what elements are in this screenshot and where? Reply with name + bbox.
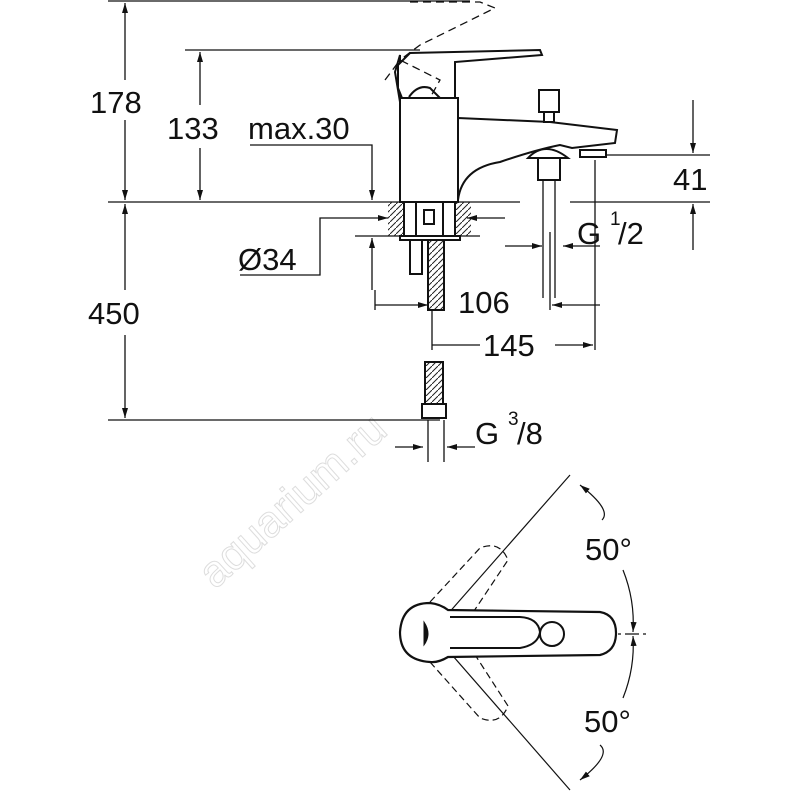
label-41: 41: [673, 162, 707, 197]
svg-text:1: 1: [610, 209, 621, 230]
label-133: 133: [167, 111, 219, 146]
svg-text:G: G: [475, 416, 499, 451]
faucet-top-view: [398, 474, 648, 791]
faucet-body: [399, 97, 459, 203]
svg-text:/8: /8: [517, 416, 543, 451]
watermark: aquarium.ru: [189, 404, 396, 598]
label-106: 106: [458, 285, 510, 320]
label-max30: max.30: [248, 111, 350, 146]
dim-line-dia34: [240, 215, 388, 276]
svg-text:3: 3: [508, 409, 519, 430]
dim-line-max30: [250, 144, 375, 200]
label-450: 450: [88, 296, 140, 331]
lever: [397, 48, 544, 99]
label-g-3-8: G 3 /8: [475, 409, 543, 451]
svg-text:/2: /2: [618, 216, 644, 251]
svg-text:G: G: [577, 216, 601, 251]
label-g-half: G 1 /2: [577, 209, 644, 251]
label-angle-lower: 50°: [584, 704, 631, 739]
faucet-side-view: [384, 1, 619, 462]
label-dia34: Ø34: [238, 242, 297, 277]
label-angle-upper: 50°: [585, 532, 632, 567]
diverter-knob: [538, 89, 560, 113]
label-145: 145: [483, 328, 535, 363]
label-178: 178: [90, 85, 142, 120]
spout: [457, 116, 619, 201]
lever-top: [398, 601, 618, 664]
